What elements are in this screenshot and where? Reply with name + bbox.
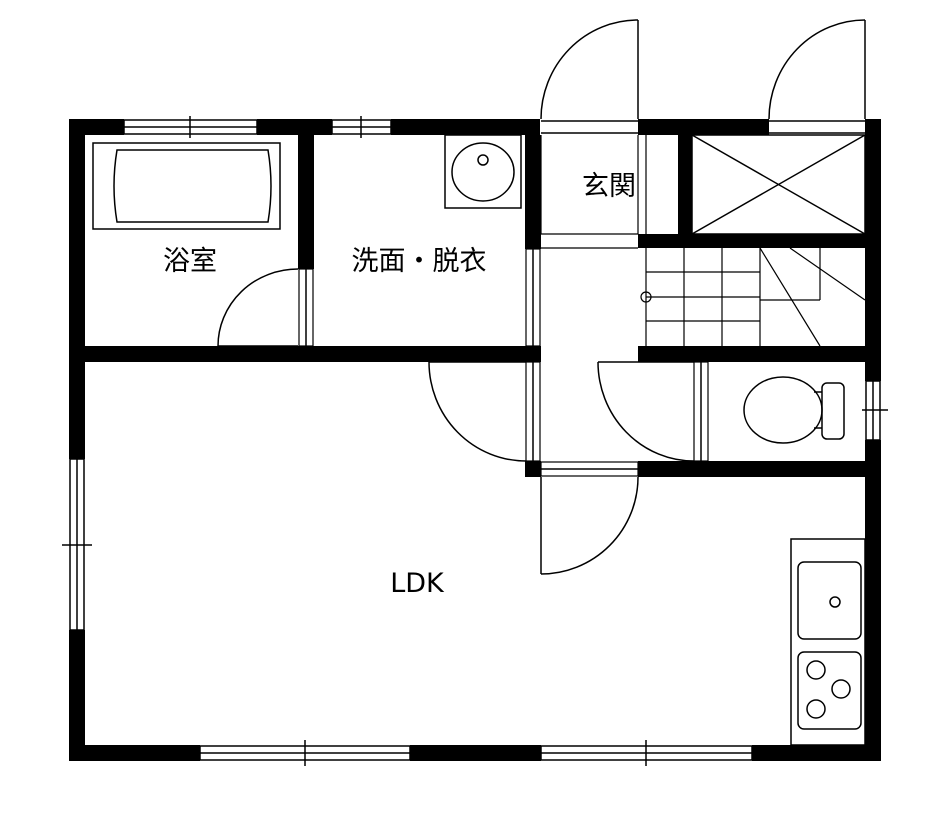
doors	[217, 19, 866, 575]
interior-walls	[85, 135, 881, 477]
washbasin-icon	[444, 134, 522, 209]
room-label-washroom: 洗面・脱衣	[352, 246, 487, 277]
room-label-bathroom: 浴室	[163, 246, 217, 277]
kitchen-counter	[790, 538, 866, 746]
outer-walls	[69, 119, 881, 761]
fixtures	[92, 134, 866, 746]
storage-closet	[691, 134, 866, 235]
room-label-entrance: 玄関	[582, 171, 636, 202]
bathtub-icon	[92, 142, 281, 230]
stairs-icon	[640, 247, 866, 347]
room-label-ldk: LDK	[390, 568, 445, 599]
toilet-icon	[743, 376, 845, 444]
stove-icon	[797, 651, 862, 730]
windows	[62, 116, 888, 766]
